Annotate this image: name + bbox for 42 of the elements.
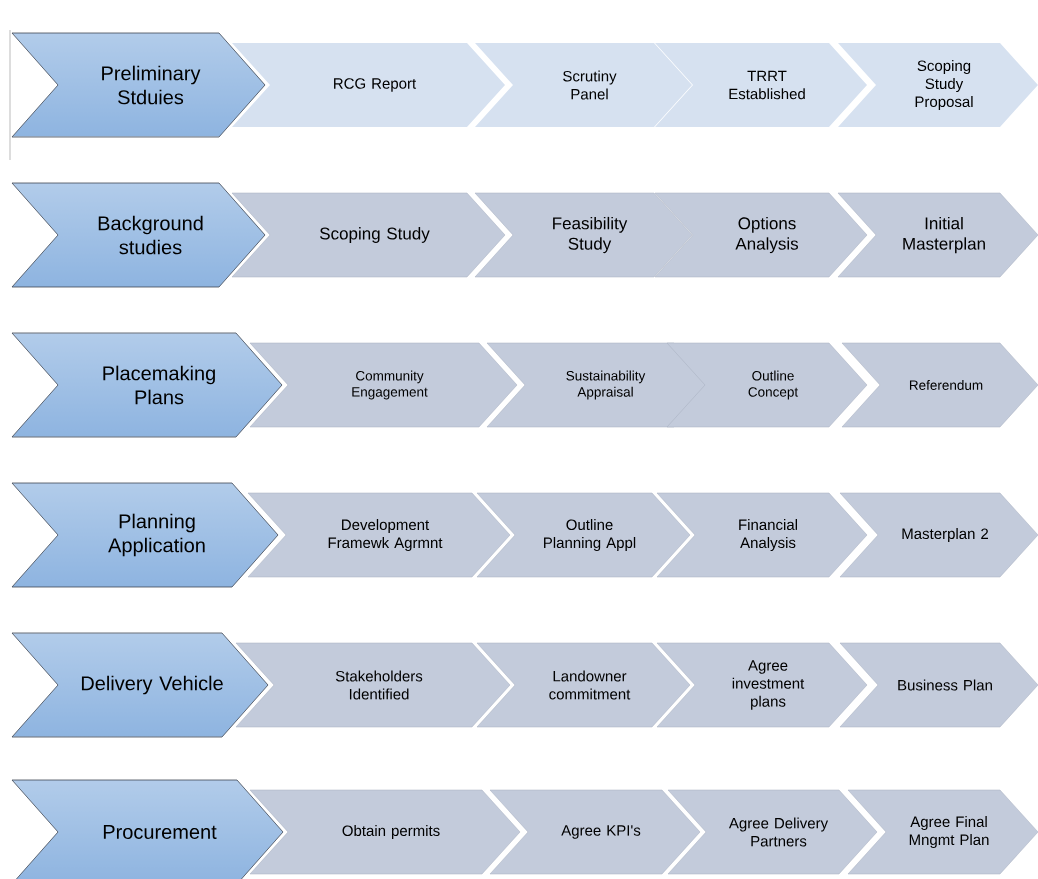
process-step-box: RCG Report (232, 43, 505, 127)
process-step-box: Scrutiny Panel (475, 43, 692, 127)
process-step-box: Stakeholders Identified (235, 642, 511, 728)
process-step-box: Sustainability Appraisal (486, 342, 713, 428)
process-step-box: Obtain permits (249, 789, 521, 875)
node-label: Agree Final Mngmt Plan (909, 816, 989, 848)
node-label: RCG Report (334, 78, 417, 92)
node-label: Masterplan 2 (902, 528, 989, 542)
stage-chevron: Placemaking Plans (11, 332, 283, 438)
process-step-box: Landowner commitment (476, 642, 691, 728)
process-step-box: Outline Concept (666, 342, 868, 428)
process-step-box: Options Analysis (654, 192, 868, 278)
stage-chevron: Background studies (11, 182, 266, 288)
process-step-box: Financial Analysis (656, 492, 868, 578)
node-label: Initial Masterplan (903, 216, 985, 254)
process-step-box: Agree investment plans (656, 642, 868, 728)
process-step-box: Agree Final Mngmt Plan (847, 789, 1038, 875)
process-step-box: Initial Masterplan (837, 192, 1038, 278)
node-label: Business Plan (898, 679, 992, 691)
process-step-box: Agree KPI's (489, 789, 701, 875)
process-step-box: Development Framewk Agrmnt (247, 492, 511, 578)
node-label: Referendum (909, 380, 983, 390)
node-label: Agree Delivery Partners (728, 817, 829, 847)
process-step-box: Agree Delivery Partners (667, 789, 878, 875)
node-label: Scoping Study Proposal (915, 60, 973, 110)
process-step-box: Scoping Study (231, 192, 506, 278)
process-step-box: Business Plan (839, 642, 1038, 728)
stage-chevron: Preliminary Stduies (11, 32, 266, 138)
process-step-box: Outline Planning Appl (476, 492, 691, 578)
process-step-box: Masterplan 2 (839, 492, 1038, 578)
stage-chevron: Planning Application (11, 482, 279, 588)
process-step-box: TRRT Established (655, 43, 867, 127)
stage-chevron: Delivery Vehicle (11, 632, 269, 738)
node-label: Agree KPI's (561, 825, 641, 839)
process-step-box: Scoping Study Proposal (838, 43, 1038, 127)
node-label: TRRT Established (729, 70, 805, 100)
process-step-box: Referendum (841, 342, 1038, 428)
process-step-box: Feasibility Study (474, 192, 693, 278)
node-label: Obtain permits (342, 825, 440, 839)
node-label: Scrutiny Panel (563, 70, 617, 100)
stage-chevron: Procurement (11, 779, 284, 879)
process-step-box: Community Engagement (249, 342, 518, 428)
